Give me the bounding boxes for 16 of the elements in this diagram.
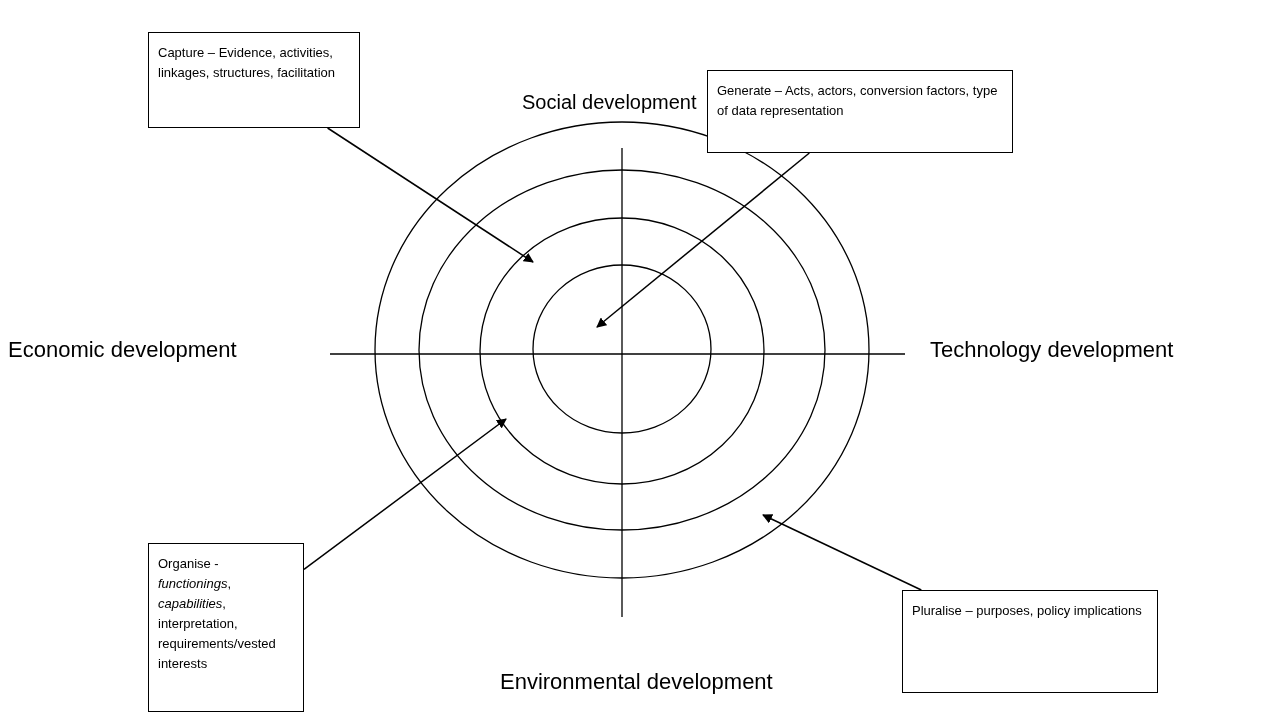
arrow [596,152,811,328]
text-box [148,543,304,712]
text-box [707,70,1013,153]
axis-label: Economic development [8,336,237,364]
text-box [902,590,1158,693]
axis-label: Social development [522,90,697,115]
text-box [148,32,360,128]
arrow [303,418,507,571]
box-text: Organise - functionings, capabilities, interpretation, requirements/vested interests [158,555,277,673]
box-text: Pluralise – purposes, policy implications [912,602,1143,620]
box-text: Capture – Evidence, activities, linkages, structures, facilitation [158,44,337,82]
arrow [326,127,534,263]
axis-label: Technology development [930,336,1174,364]
box-text: Generate – Acts, actors, conversion factors, type of data representation [717,82,999,120]
axis-label: Environmental development [500,668,773,696]
arrow [762,514,923,591]
